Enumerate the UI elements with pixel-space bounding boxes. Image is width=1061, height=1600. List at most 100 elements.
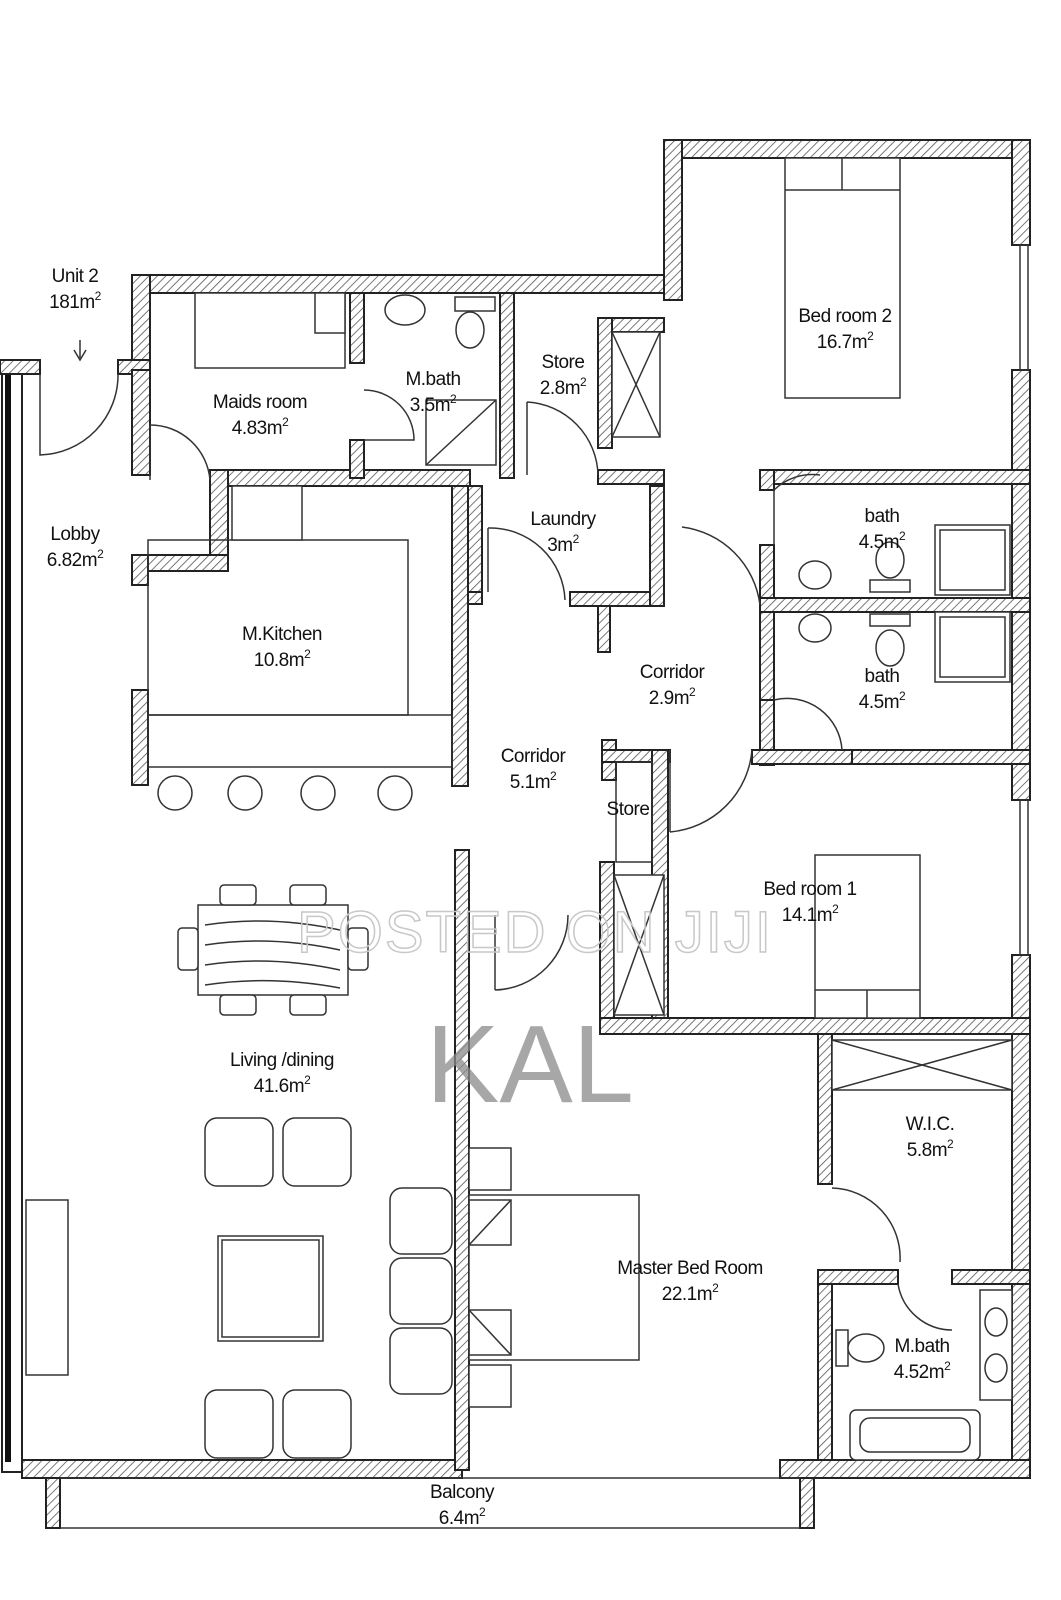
maids-area: 4.83m2 [232,415,289,439]
master-bed [468,1194,640,1361]
corridor-2-name: Corridor [501,746,567,767]
master-area: 22.1m2 [662,1281,719,1305]
bedroom2-door [681,526,761,606]
lobby-top-wall [0,359,41,375]
store-mid-name: Store [607,799,650,820]
bath-upper-name: bath [865,506,900,527]
master-pillow-2 [468,1309,512,1356]
right-wall-1 [1011,139,1031,246]
lobby-area: 6.82m2 [47,547,104,571]
corridor-1-area: 2.9m2 [649,685,696,709]
mbath-master-top-wall-b [951,1269,1031,1285]
bedroom1-wardrobe-x2 [613,874,665,1016]
kitchen-right-wall [451,485,469,787]
armchair-3 [204,1389,274,1459]
bar-stool-1 [157,775,193,811]
master-nightstand-1 [468,1147,512,1191]
bedroom1-top-wall [751,749,853,765]
mbath-master-left-wall [817,1269,833,1461]
bath-lower-shower-inner [939,616,1006,678]
laundry-left-wall [467,485,483,593]
wic-wardrobe-x2 [831,1039,1013,1091]
bath-upper-area: 4.5m2 [859,529,906,553]
left-glazing [5,372,11,1462]
corridor-1-name: Corridor [640,662,706,683]
right-wall-2 [1011,369,1031,801]
kitchen-left-stub [131,554,149,586]
dining-chair-5 [177,927,199,971]
store-top-name: Store [542,352,585,373]
lobby-name: Lobby [50,524,100,545]
maids-left-wall [131,369,151,476]
mbath-master-sink-2 [984,1353,1008,1383]
dining-chair-2 [289,884,327,906]
mbath-master-bathtub [849,1409,981,1461]
mbath-master-tank [835,1329,849,1367]
store-top-cabinet-x2 [611,331,661,438]
bath-upper-door [773,473,821,491]
top-wall-service [131,274,675,294]
entry-door [39,373,119,456]
wic-area: 5.8m2 [907,1137,954,1161]
armchair-1 [204,1117,274,1187]
bar-stool-2 [227,775,263,811]
watermark: POSTED ON JIJI KAL [296,899,771,1126]
wic-door [831,1187,901,1263]
kitchen-bar-counter [147,714,453,768]
bath-lower-toilet [875,629,905,667]
watermark-kal: KAL [426,1003,634,1126]
bath-lower-bottom-wall [841,749,1031,765]
master-pillow-1-line [468,1199,512,1246]
coffee-table [217,1235,324,1342]
bar-stool-4 [377,775,413,811]
bedroom1-area: 14.1m2 [782,902,839,926]
corridor-2-area: 5.1m2 [510,769,557,793]
balcony-right-post [799,1477,815,1529]
sofa-seat-2 [389,1257,453,1325]
store-top-area: 2.8m2 [540,375,587,399]
mbath-top-area: 3.5m2 [410,392,457,416]
bath-lower-shower [934,611,1011,683]
bedroom2-top-wall [663,139,1031,159]
sofa-seat-1 [389,1187,453,1255]
bath-upper-shower [934,524,1011,596]
bedroom1-bottom-wall [599,1017,1031,1035]
maids-mbath-wall-a [349,292,365,364]
bath-lower-tank [869,613,911,627]
maids-bottom-wall [209,469,471,487]
kitchen-fridge [231,485,303,541]
fixtures [25,157,1013,1461]
maids-door [149,424,211,481]
store-bottom-wall [597,469,665,485]
bedroom2-area: 16.7m2 [817,329,874,353]
balcony-area: 6.4m2 [439,1505,486,1529]
mbath-top-shower-line [425,399,497,466]
master-pillow-2-line [468,1309,512,1356]
maids-mbath-wall-b [349,439,365,479]
dining-table-grain [204,920,341,989]
bedroom1-name: Bed room 1 [763,879,856,900]
mbath-top-sink [384,294,426,326]
wic-name: W.I.C. [906,1114,955,1135]
wic-left-wall [817,1033,833,1185]
mbath-master-top-wall-a [817,1269,899,1285]
mbath-master-vanity [979,1289,1013,1401]
dining-chair-3 [219,994,257,1016]
mbath-master-name: M.bath [894,1336,949,1357]
bedroom2-bed [784,157,901,399]
armchair-2 [282,1117,352,1187]
coffee-table-inner [221,1239,320,1338]
mbath-top-name: M.bath [405,369,460,390]
bedroom2-name: Bed room 2 [798,306,891,327]
master-pillow-1 [468,1199,512,1246]
kitchen-area: 10.8m2 [254,647,311,671]
dining-chair-1 [219,884,257,906]
master-bottom-wall [779,1459,1031,1479]
bath-upper-top-wall [759,469,1031,485]
store-top-door [526,401,599,476]
mbath-master-toilet [847,1333,885,1363]
master-name: Master Bed Room [617,1258,763,1279]
dining-chair-4 [289,994,327,1016]
interior-walls [131,292,1031,1471]
